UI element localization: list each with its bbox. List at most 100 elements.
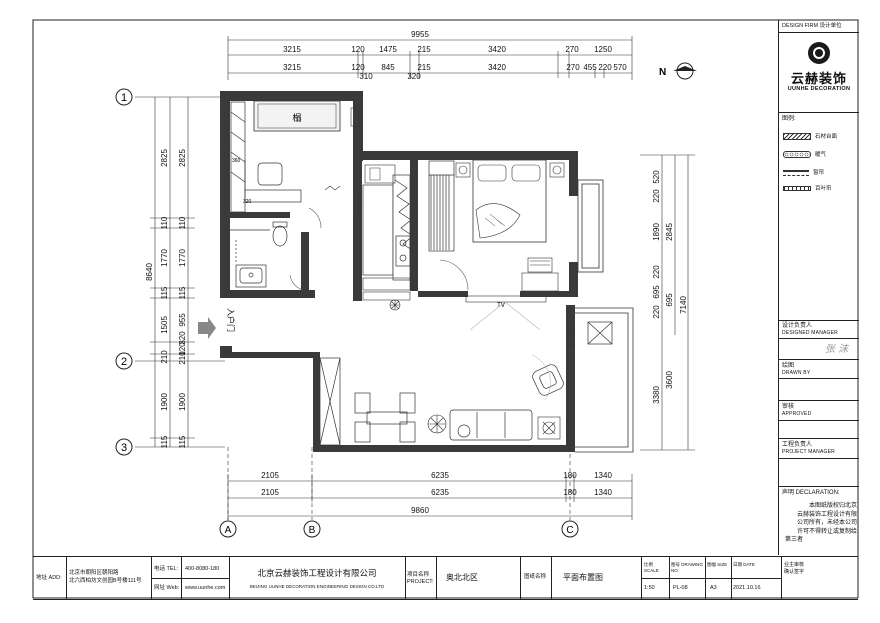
svg-text:3420: 3420 [488, 63, 506, 72]
bath-door-swing [289, 274, 304, 291]
svg-text:180: 180 [563, 471, 577, 480]
walls [220, 91, 578, 452]
svg-text:2825: 2825 [178, 149, 187, 167]
svg-text:115: 115 [178, 435, 187, 448]
axis-row-2: 2 [115, 352, 133, 370]
svg-text:N: N [659, 67, 666, 78]
svg-text:1475: 1475 [379, 45, 397, 54]
entrance-arrow-icon [198, 317, 216, 339]
address-line-1: 北京市朝阳区朝阳路 [69, 570, 119, 576]
designed-en: DESIGNED MANAGER [782, 330, 838, 336]
scale-label: 比例 SCALE [644, 562, 659, 573]
svg-text:120: 120 [178, 342, 187, 356]
dim-right-total: 7140 [679, 296, 688, 314]
svg-text:220: 220 [652, 265, 661, 279]
plant-icon [389, 299, 401, 311]
svg-text:3: 3 [121, 442, 127, 454]
dim-top-total: 9955 [411, 30, 429, 39]
scale-value: 1:50 [644, 585, 655, 591]
svg-text:A: A [225, 525, 232, 536]
legend-item-curtain: 窗帘 [783, 168, 824, 176]
address-label: 地址 ADD: [36, 575, 62, 581]
svg-text:3380: 3380 [652, 386, 661, 404]
armchair [532, 364, 564, 396]
svg-text:215: 215 [417, 45, 431, 54]
bedroom-door-swing [439, 259, 469, 291]
legend-item-stone: 石材台面 [783, 132, 837, 141]
svg-text:1250: 1250 [594, 45, 612, 54]
svg-text:1900: 1900 [160, 393, 169, 411]
svg-text:C: C [566, 525, 573, 536]
dim-320: 320 [243, 199, 252, 205]
address-line-2: 北六西柏坊文创园B号楼111号 [69, 578, 142, 584]
nightstand-right [549, 162, 565, 178]
svg-text:320: 320 [407, 72, 421, 81]
logo-emblem-icon [808, 42, 830, 64]
svg-text:2: 2 [121, 356, 127, 368]
tv-label: TV [497, 303, 505, 309]
firm-header: DESIGN FIRM 设计单位 [782, 23, 842, 29]
date-label: 日期 DATE [733, 562, 755, 567]
curtain-icon [783, 169, 809, 176]
study-desk [244, 160, 302, 203]
project-manager-en: PROJECT MANAGER [782, 449, 835, 455]
bedroom-dresser [521, 257, 559, 292]
dim-bottom-total: 9860 [411, 506, 429, 515]
radiator-icon [783, 151, 811, 159]
axis-row-3: 3 [115, 438, 133, 456]
blinds-icon [783, 186, 811, 192]
double-bed [472, 159, 547, 243]
dim-top-row1: 3215 120 1475 215 3420 270 1250 [283, 45, 612, 54]
svg-text:695: 695 [652, 285, 661, 299]
owner-label-2: 确认签字 [784, 569, 805, 575]
svg-text:1340: 1340 [594, 488, 612, 497]
top-dimensions [227, 36, 633, 80]
fridge [587, 321, 613, 345]
dim-right-c: 3380 3600 [652, 371, 674, 404]
size-value: A3 [710, 585, 717, 591]
legend-item-blinds: 百叶帘 [783, 184, 832, 192]
svg-text:1770: 1770 [160, 249, 169, 267]
tel-value: 400-8080-180 [185, 566, 220, 572]
drawn-en: DRAWN BY [782, 370, 811, 376]
svg-text:榻: 榻 [292, 112, 301, 124]
web-value: www.uunhe.com [185, 585, 226, 591]
side-table [537, 416, 561, 440]
side-panel: DESIGN FIRM 设计单位 云赫装饰 UUNHE DECORATION 图… [778, 20, 859, 555]
dim-bottom-row1: 2105 6235 180 1340 [261, 471, 612, 480]
approved-cn: 审核 [782, 404, 795, 410]
declaration-text: 本图纸版权归北京 云赫装饰工程设计有限 公司所有，未经本公司 许可不得转让或复制… [785, 503, 857, 543]
designed-cn: 设计负责人 [782, 323, 813, 329]
dim-top-row2: 3215 120 845 215 3420 270 455 220 570 31… [283, 63, 627, 81]
svg-text:215: 215 [417, 63, 431, 72]
svg-text:270: 270 [566, 63, 580, 72]
svg-text:120: 120 [351, 63, 365, 72]
svg-text:220: 220 [652, 305, 661, 319]
svg-text:1505: 1505 [160, 316, 169, 334]
project-name: 奥北北区 [446, 573, 478, 582]
bathroom-fixtures [230, 221, 288, 288]
stone-counter-icon [783, 133, 811, 141]
gas-stove-icon [395, 235, 411, 267]
dim-left-inner: 2825 110 1770 115 955 320 120 210 1900 1… [178, 149, 187, 449]
svg-text:115: 115 [160, 286, 169, 299]
decor-plant-icon [427, 414, 447, 434]
dim-left-total: 8640 [145, 263, 154, 281]
svg-text:6235: 6235 [431, 471, 449, 480]
svg-text:1890: 1890 [652, 223, 661, 241]
dim-bottom-row2: 2105 6235 180 1340 [261, 488, 612, 497]
svg-text:210: 210 [178, 351, 187, 365]
drawing-label: 图纸名称 [524, 574, 547, 580]
sofa [449, 409, 533, 441]
svg-text:115: 115 [178, 286, 187, 299]
svg-text:110: 110 [160, 216, 169, 229]
svg-text:570: 570 [613, 63, 627, 72]
approved-en: APPROVED [782, 411, 812, 417]
svg-text:220: 220 [598, 63, 612, 72]
svg-text:3420: 3420 [488, 45, 506, 54]
svg-text:210: 210 [160, 350, 169, 364]
kitchen-window-sill [362, 277, 411, 301]
svg-text:1340: 1340 [594, 471, 612, 480]
dining-table [354, 392, 416, 443]
owner-label-1: 业主审核 [784, 562, 805, 568]
